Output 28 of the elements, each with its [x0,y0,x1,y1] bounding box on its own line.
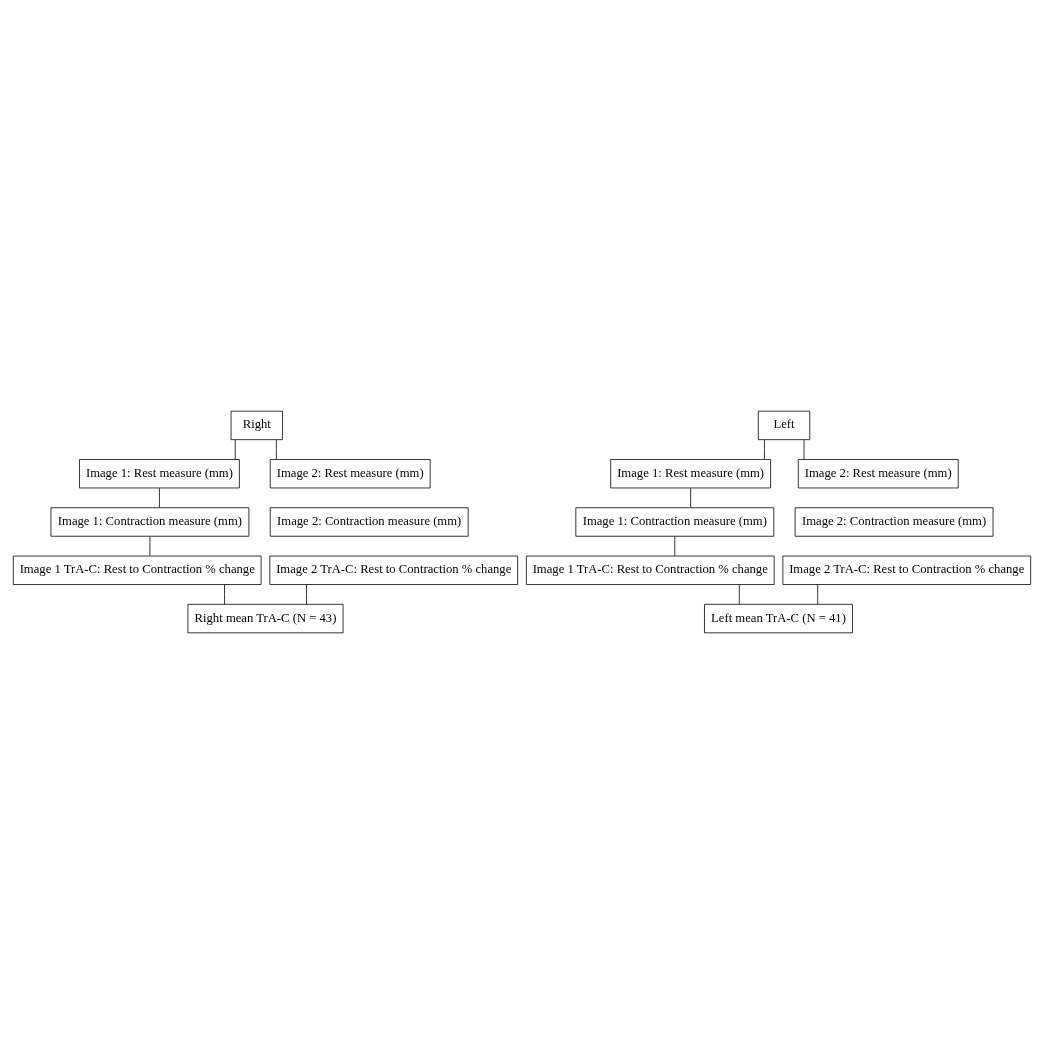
node-box: Image 1: Contraction measure (mm) [50,506,250,537]
connector [817,583,819,604]
node-box: Image 2 TrA-C: Rest to Contraction % change [269,555,519,585]
node-box: Image 1 TrA-C: Rest to Contraction % change [12,555,262,585]
connector [306,583,307,604]
connector [276,439,277,460]
connector [803,439,805,460]
node-box: Image 1 TrA-C: Rest to Contraction % change [525,555,775,585]
node-box: Left mean TrA-C (N = 41) [704,603,853,633]
node-box: Image 1: Rest measure (mm) [79,458,240,488]
connector [224,583,225,604]
connector [159,487,160,508]
node-box: Image 2: Rest measure (mm) [797,458,959,488]
node-box: Image 1: Contraction measure (mm) [575,506,775,537]
node-box: Right mean TrA-C (N = 43) [187,603,344,633]
connector [690,487,692,508]
connector [764,439,765,460]
connector [674,535,676,556]
node-box: Left [757,410,811,440]
connector [149,535,151,556]
node-box: Right [230,410,283,440]
node-box: Image 2 TrA-C: Rest to Contraction % change [782,555,1032,585]
node-box: Image 2: Contraction measure (mm) [794,506,994,537]
node-box: Image 2: Rest measure (mm) [269,458,431,488]
node-box: Image 1: Rest measure (mm) [610,458,771,488]
connector [738,583,740,604]
connector [234,439,236,460]
node-box: Image 2: Contraction measure (mm) [269,506,469,537]
